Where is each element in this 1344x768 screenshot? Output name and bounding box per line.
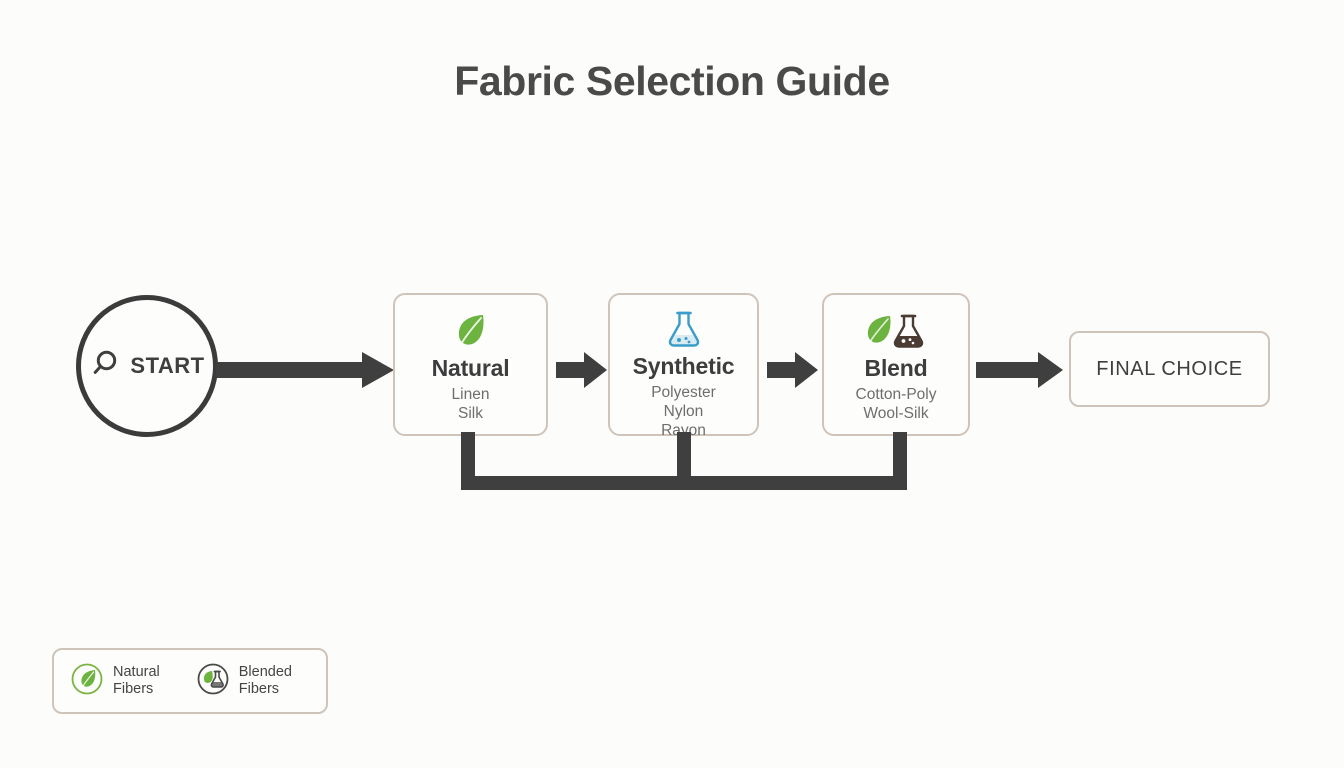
arrow-blend-to-final xyxy=(976,352,1063,388)
arrow-synthetic-to-blend xyxy=(767,352,818,388)
magnifier-icon xyxy=(91,347,125,386)
arrow-start-to-natural xyxy=(216,352,394,388)
legend-line-1: Blended xyxy=(238,664,292,680)
node-item: Polyester xyxy=(651,384,716,401)
legend-blended-text: Blended Fibers xyxy=(239,664,292,698)
node-synthetic[interactable]: Synthetic Polyester Nylon Rayon xyxy=(608,293,759,439)
node-item: Cotton-Poly xyxy=(855,386,937,403)
node-item: Linen xyxy=(451,386,490,403)
node-blend[interactable]: Blend Cotton-Poly Wool-Silk xyxy=(822,293,970,436)
flask-icon xyxy=(665,309,703,349)
node-natural-items: Linen Silk xyxy=(452,385,490,423)
leaf-flask-icon xyxy=(858,309,934,351)
node-item: Nylon xyxy=(663,403,704,420)
blend-badge-icon xyxy=(196,662,230,701)
node-blend-title: Blend xyxy=(864,355,928,381)
leaf-icon xyxy=(451,309,491,351)
legend-item-natural[interactable]: Natural Fibers xyxy=(70,662,160,701)
final-choice-label: FINAL CHOICE xyxy=(1096,357,1243,380)
node-item: Silk xyxy=(458,405,483,422)
legend-item-blended[interactable]: Blended Fibers xyxy=(196,662,292,701)
node-synthetic-items: Polyester Nylon Rayon xyxy=(651,383,716,440)
legend-line-1: Natural xyxy=(113,664,160,680)
node-natural-title: Natural xyxy=(431,355,510,381)
legend-line-2: Fibers xyxy=(238,681,280,697)
legend: Natural Fibers Blended Fibers xyxy=(52,648,328,714)
node-item: Rayon xyxy=(661,422,706,439)
node-blend-items: Cotton-Poly Wool-Silk xyxy=(856,385,937,423)
leaf-badge-icon xyxy=(70,662,104,701)
node-final-choice[interactable]: FINAL CHOICE xyxy=(1069,331,1270,407)
page-title: Fabric Selection Guide xyxy=(454,58,890,104)
start-label: START xyxy=(130,353,205,378)
node-synthetic-title: Synthetic xyxy=(632,353,735,379)
bottom-bracket-connector xyxy=(461,432,907,490)
legend-natural-text: Natural Fibers xyxy=(113,664,160,698)
legend-line-2: Fibers xyxy=(113,681,154,697)
node-item: Wool-Silk xyxy=(863,405,929,422)
node-natural[interactable]: Natural Linen Silk xyxy=(393,293,548,436)
start-node[interactable]: START xyxy=(76,295,218,437)
arrow-natural-to-synthetic xyxy=(556,352,607,388)
